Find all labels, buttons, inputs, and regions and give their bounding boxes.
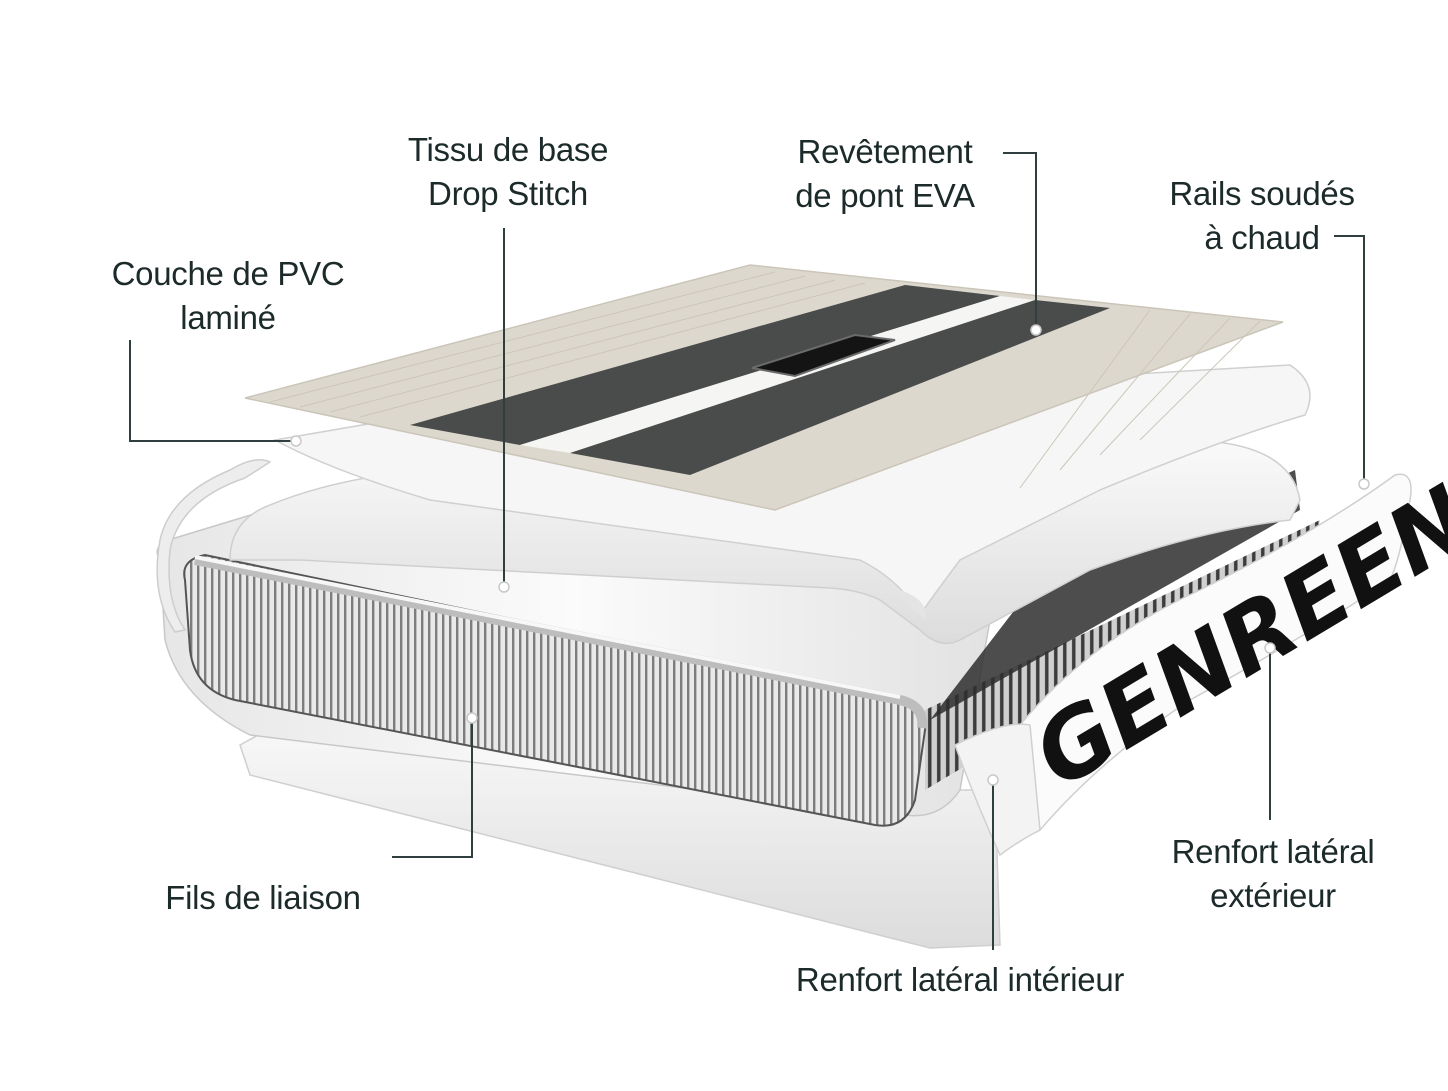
deck-handle-slot — [751, 333, 896, 378]
top-pvc-curl-right — [880, 580, 926, 620]
core-top-edge — [194, 555, 928, 729]
leader-revetement — [1003, 152, 1037, 330]
label-revetement-eva: Revêtement de pont EVA — [770, 130, 1000, 218]
leader-lines — [129, 152, 1365, 950]
leader-rails — [1334, 235, 1365, 484]
label-pvc-line1: Couche de PVC — [111, 255, 345, 292]
label-fils-liaison: Fils de liaison — [128, 876, 398, 920]
label-revetement-line2: de pont EVA — [795, 177, 975, 214]
core-top-edge-highlight — [194, 555, 901, 699]
label-rails-soudes: Rails soudés à chaud — [1142, 172, 1382, 260]
label-rails-line1: Rails soudés — [1169, 175, 1355, 212]
label-tissu-drop-stitch: Tissu de base Drop Stitch — [372, 128, 644, 216]
label-pvc-line2: laminé — [180, 299, 276, 336]
deck-stripe-white — [520, 296, 1035, 453]
left-curl-outer — [156, 459, 272, 633]
deck-grooves — [269, 271, 1261, 489]
leader-pvc — [129, 340, 296, 442]
label-renfort-ext-line2: extérieur — [1210, 877, 1336, 914]
label-renfort-int-text: Renfort latéral intérieur — [795, 961, 1125, 998]
label-rails-line2: à chaud — [1204, 219, 1320, 256]
label-tissu-line1: Tissu de base — [407, 131, 609, 168]
label-couche-pvc: Couche de PVC laminé — [88, 252, 368, 340]
label-fils-text: Fils de liaison — [165, 879, 361, 916]
label-tissu-line2: Drop Stitch — [428, 175, 588, 212]
deck-stripe-dark-left — [410, 285, 1000, 445]
label-renfort-exterieur: Renfort latéral extérieur — [1150, 830, 1396, 918]
outer-side-rail — [1019, 473, 1412, 835]
label-renfort-interieur: Renfort latéral intérieur — [770, 958, 1150, 1002]
inner-side-rail — [954, 723, 1041, 857]
deck-stripe-dark-right — [570, 300, 1110, 475]
label-renfort-ext-line1: Renfort latéral — [1171, 833, 1375, 870]
label-revetement-line1: Revêtement — [797, 133, 973, 170]
leader-endpoints — [290, 324, 1370, 786]
leader-fils — [392, 718, 473, 858]
